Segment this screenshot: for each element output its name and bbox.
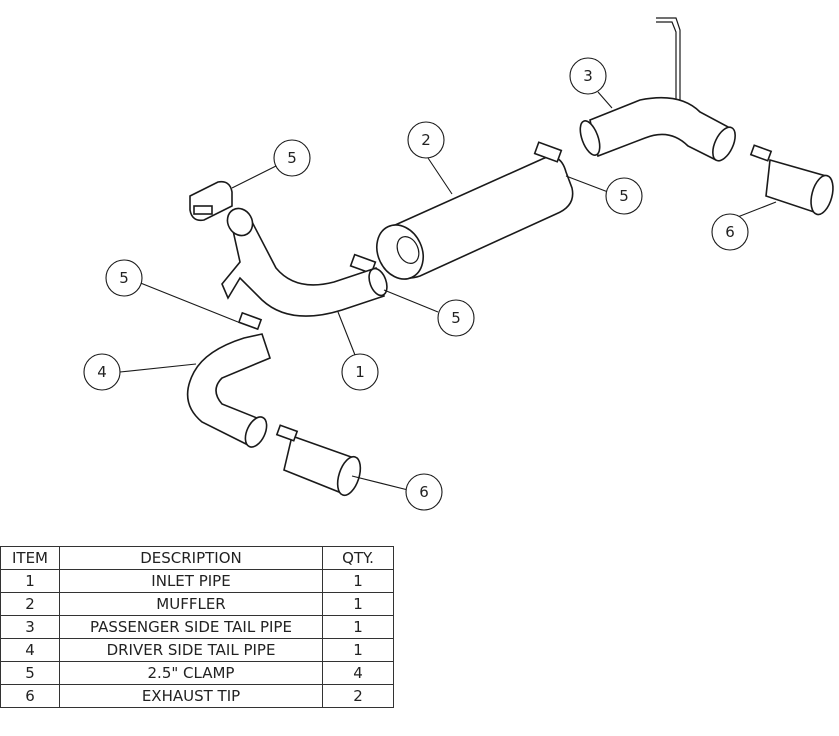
svg-text:5: 5 (119, 269, 129, 287)
cell-item: 2 (0, 592, 60, 616)
table-row: 5 2.5" CLAMP 4 (0, 661, 394, 685)
hanger-rod (656, 17, 681, 110)
table-header-row: ITEM DESCRIPTION QTY. (0, 546, 394, 570)
callout-5-left: 5 (105, 259, 143, 297)
cell-item: 6 (0, 684, 60, 708)
svg-text:6: 6 (419, 483, 429, 501)
callout-6-left: 6 (405, 473, 443, 511)
cell-description: PASSENGER SIDE TAIL PIPE (59, 615, 323, 639)
header-qty: QTY. (322, 546, 394, 570)
svg-text:5: 5 (287, 149, 297, 167)
leader-c6b (351, 475, 409, 491)
callout-5-muffler-inlet: 5 (437, 299, 475, 337)
cell-qty: 1 (322, 569, 394, 593)
table-row: 2 MUFFLER 1 (0, 592, 394, 616)
cell-qty: 2 (322, 684, 394, 708)
exhaust-exploded-diagram: 1 2 3 4 5 5 5 5 6 6 (83, 17, 834, 511)
svg-text:5: 5 (451, 309, 461, 327)
callout-1: 1 (341, 353, 379, 391)
svg-text:1: 1 (355, 363, 365, 381)
callout-3: 3 (569, 57, 607, 95)
muffler (349, 141, 574, 280)
leader-c2 (427, 157, 453, 195)
cell-item: 5 (0, 661, 60, 685)
cell-qty: 1 (322, 638, 394, 662)
callout-5-muffler-outlet: 5 (605, 177, 643, 215)
cell-description: DRIVER SIDE TAIL PIPE (59, 638, 323, 662)
table-row: 6 EXHAUST TIP 2 (0, 684, 394, 708)
callout-5-top: 5 (273, 139, 311, 177)
table-row: 1 INLET PIPE 1 (0, 569, 394, 593)
driver-tail-pipe (186, 311, 271, 448)
leader-c1 (337, 311, 356, 356)
svg-text:2: 2 (421, 131, 431, 149)
passenger-tail-pipe (579, 96, 736, 162)
hanger-rod-inner (656, 21, 677, 108)
leader-c5a (231, 165, 277, 189)
header-item: ITEM (0, 546, 60, 570)
exhaust-tip-right (749, 144, 834, 216)
leader-c5b (565, 175, 609, 193)
cell-description: EXHAUST TIP (59, 684, 323, 708)
cell-description: 2.5" CLAMP (59, 661, 323, 685)
svg-text:6: 6 (725, 223, 735, 241)
svg-text:5: 5 (619, 187, 629, 205)
svg-text:4: 4 (97, 363, 107, 381)
leader-c5d (383, 289, 439, 313)
cell-description: INLET PIPE (59, 569, 323, 593)
exhaust-tip-left (275, 424, 362, 497)
table-row: 3 PASSENGER SIDE TAIL PIPE 1 (0, 615, 394, 639)
inlet-pipe (221, 207, 388, 317)
leader-c4 (119, 363, 197, 373)
cell-qty: 4 (322, 661, 394, 685)
callout-4: 4 (83, 353, 121, 391)
cell-description: MUFFLER (59, 592, 323, 616)
table-row: 4 DRIVER SIDE TAIL PIPE 1 (0, 638, 394, 662)
cell-qty: 1 (322, 615, 394, 639)
bill-of-materials-table: ITEM DESCRIPTION QTY. 1 INLET PIPE 1 2 M… (0, 546, 394, 708)
leader-c3 (597, 91, 613, 109)
cell-item: 3 (0, 615, 60, 639)
leader-c5c (137, 281, 239, 323)
clamp-loose (189, 180, 233, 222)
cell-item: 4 (0, 638, 60, 662)
callout-2: 2 (407, 121, 445, 159)
cell-item: 1 (0, 569, 60, 593)
cell-qty: 1 (322, 592, 394, 616)
svg-text:3: 3 (583, 67, 593, 85)
callout-6-right: 6 (711, 213, 749, 251)
header-description: DESCRIPTION (59, 546, 323, 570)
